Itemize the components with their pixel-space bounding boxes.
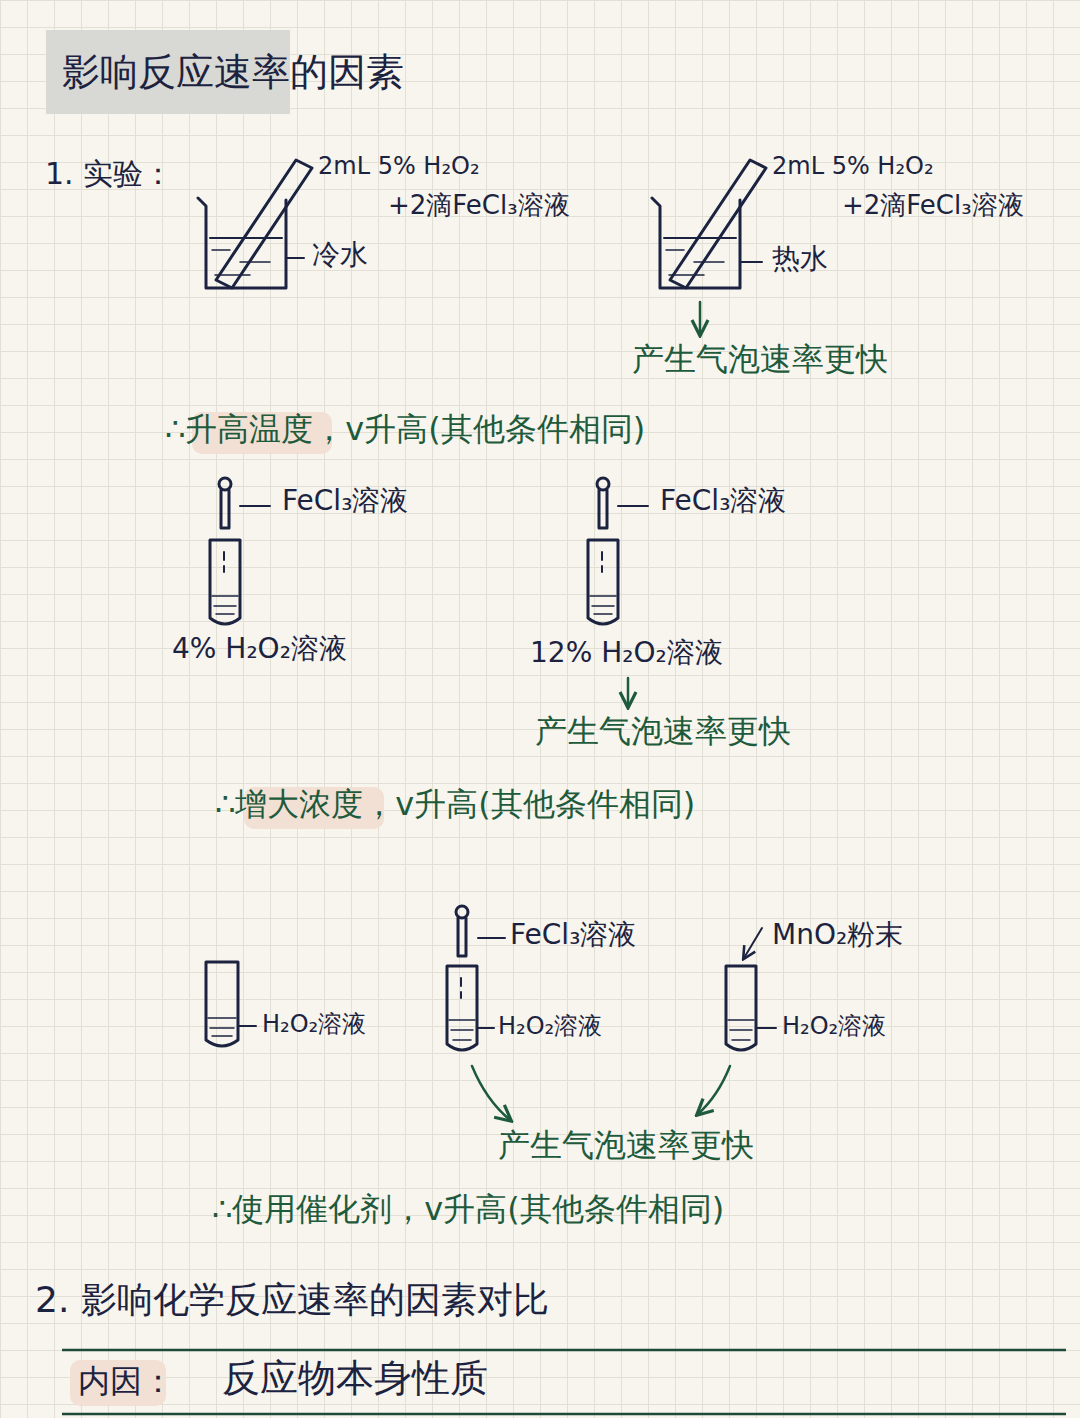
- label: 反应物本身性质: [222, 1356, 488, 1402]
- conclusion-note: ∴增大浓度，v升高(其他条件相同): [215, 785, 695, 823]
- arrow: [627, 678, 630, 706]
- label: +2滴FeCl₃溶液: [388, 190, 570, 221]
- label: 1. 实验：: [45, 156, 173, 192]
- label: H₂O₂溶液: [498, 1012, 602, 1041]
- label: 2. 影响化学反应速率的因素对比: [35, 1278, 549, 1321]
- label: 2mL 5% H₂O₂: [318, 152, 480, 181]
- conclusion-note: ∴使用催化剂，v升高(其他条件相同): [212, 1190, 724, 1228]
- rule-line: [62, 1413, 1066, 1416]
- test-tube: [206, 962, 256, 1046]
- label: 内因：: [78, 1362, 174, 1400]
- rule-line: [62, 1349, 1066, 1352]
- label: 冷水: [312, 238, 368, 272]
- label: FeCl₃溶液: [510, 918, 636, 952]
- label: H₂O₂溶液: [262, 1010, 366, 1039]
- label: 热水: [772, 242, 828, 276]
- label: FeCl₃溶液: [660, 484, 786, 518]
- dropper-tube: [210, 478, 270, 624]
- arrow: [472, 1066, 510, 1120]
- label: 4% H₂O₂溶液: [172, 632, 347, 666]
- label: MnO₂粉末: [772, 918, 903, 952]
- arrow: [699, 302, 702, 334]
- beaker-cold: [198, 160, 312, 288]
- label: H₂O₂溶液: [782, 1012, 886, 1041]
- dropper-tube: [588, 478, 648, 624]
- label: FeCl₃溶液: [282, 484, 408, 518]
- title: 影响反应速率的因素: [62, 50, 404, 96]
- conclusion-note: 产生气泡速率更快: [535, 712, 791, 750]
- conclusion-note: ∴升高温度，v升高(其他条件相同): [165, 410, 645, 448]
- conclusion-note: 产生气泡速率更快: [632, 340, 888, 378]
- arrow: [698, 1066, 730, 1114]
- dropper-tube: [447, 906, 505, 1050]
- label: 2mL 5% H₂O₂: [772, 152, 934, 181]
- label: 12% H₂O₂溶液: [530, 636, 723, 670]
- conclusion-note: 产生气泡速率更快: [498, 1126, 754, 1164]
- test-tube: [726, 928, 776, 1050]
- label: +2滴FeCl₃溶液: [842, 190, 1024, 221]
- beaker-hot: [652, 160, 766, 288]
